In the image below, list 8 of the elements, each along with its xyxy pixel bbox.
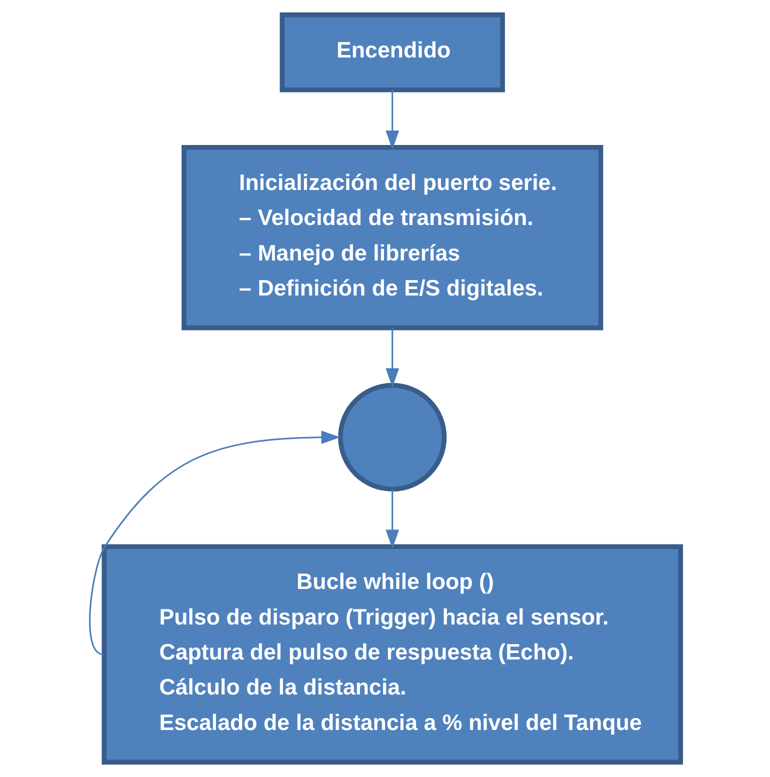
node-circle xyxy=(338,382,447,492)
arrow xyxy=(386,90,400,150)
node-box: Bucle while loop () Pulso de disparo (Trigger) hacia el sensor. Captura del pulso de respuesta (Echo). Cálculo de la distancia. Escalado de la distancia a % nivel del Tanque xyxy=(102,544,683,765)
arrow xyxy=(89,430,340,656)
node-box: Encendido xyxy=(280,12,505,92)
node-box: Inicialización del puerto serie. – Velocidad de transmisión. – Manejo de librerías – Definición de E/S digitales. xyxy=(182,144,604,330)
arrow xyxy=(386,490,400,549)
arrow xyxy=(386,328,400,388)
